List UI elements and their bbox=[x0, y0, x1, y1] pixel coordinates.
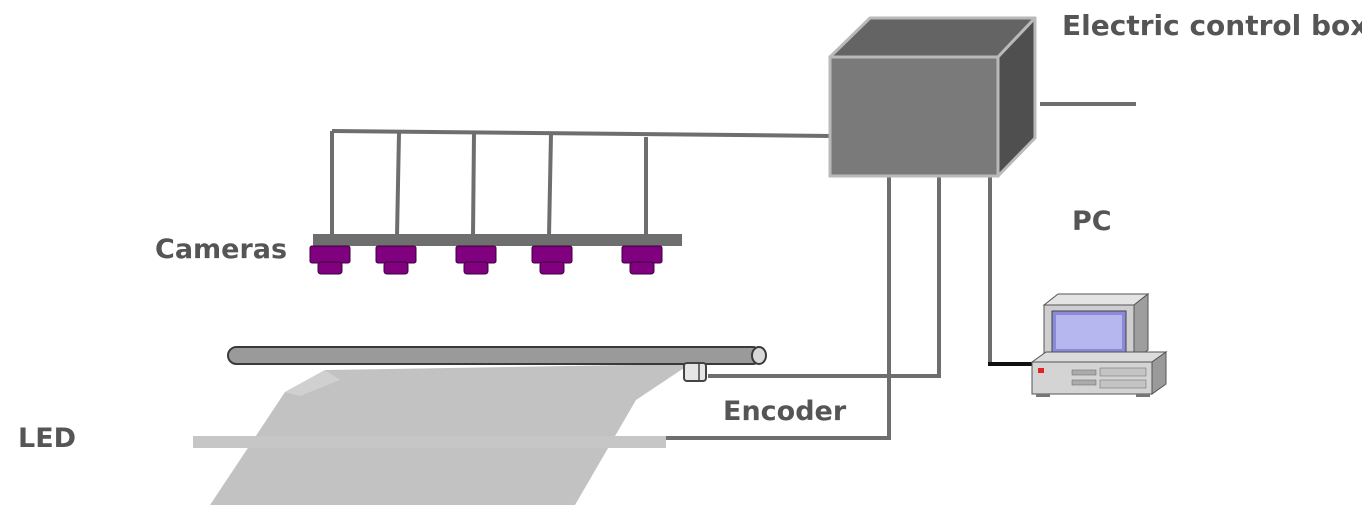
camera-bus-wire bbox=[331, 129, 833, 138]
industrial-camera-icon bbox=[531, 245, 573, 275]
led-label: LED bbox=[18, 423, 77, 454]
electric-box-icon bbox=[828, 16, 1037, 178]
camera-drop-wire-2 bbox=[395, 132, 401, 237]
material-sheet-shadow bbox=[285, 370, 340, 396]
led-wire bbox=[666, 176, 891, 440]
camera-mount-bar bbox=[313, 234, 682, 246]
pc-label: PC bbox=[1072, 206, 1112, 237]
wiring bbox=[330, 102, 1136, 440]
industrial-camera-icon bbox=[455, 245, 497, 275]
material-sheet bbox=[210, 364, 690, 505]
encoder-label: Encoder bbox=[723, 396, 847, 427]
roller bbox=[227, 346, 767, 365]
box-front-face bbox=[828, 55, 1000, 178]
led-bar bbox=[193, 436, 666, 448]
industrial-camera-icon bbox=[621, 245, 663, 275]
desktop-computer-icon bbox=[1030, 292, 1168, 397]
encoder-icon bbox=[683, 362, 707, 382]
encoder-wire bbox=[708, 176, 941, 378]
camera-array bbox=[309, 245, 663, 275]
industrial-camera-icon bbox=[375, 245, 417, 275]
camera-drop-wire-4 bbox=[547, 133, 553, 237]
control-box-label: Electric control box bbox=[1062, 9, 1362, 42]
cameras-label: Cameras bbox=[155, 234, 288, 265]
industrial-camera-icon bbox=[309, 245, 351, 275]
camera-drop-wire-3 bbox=[471, 132, 476, 237]
